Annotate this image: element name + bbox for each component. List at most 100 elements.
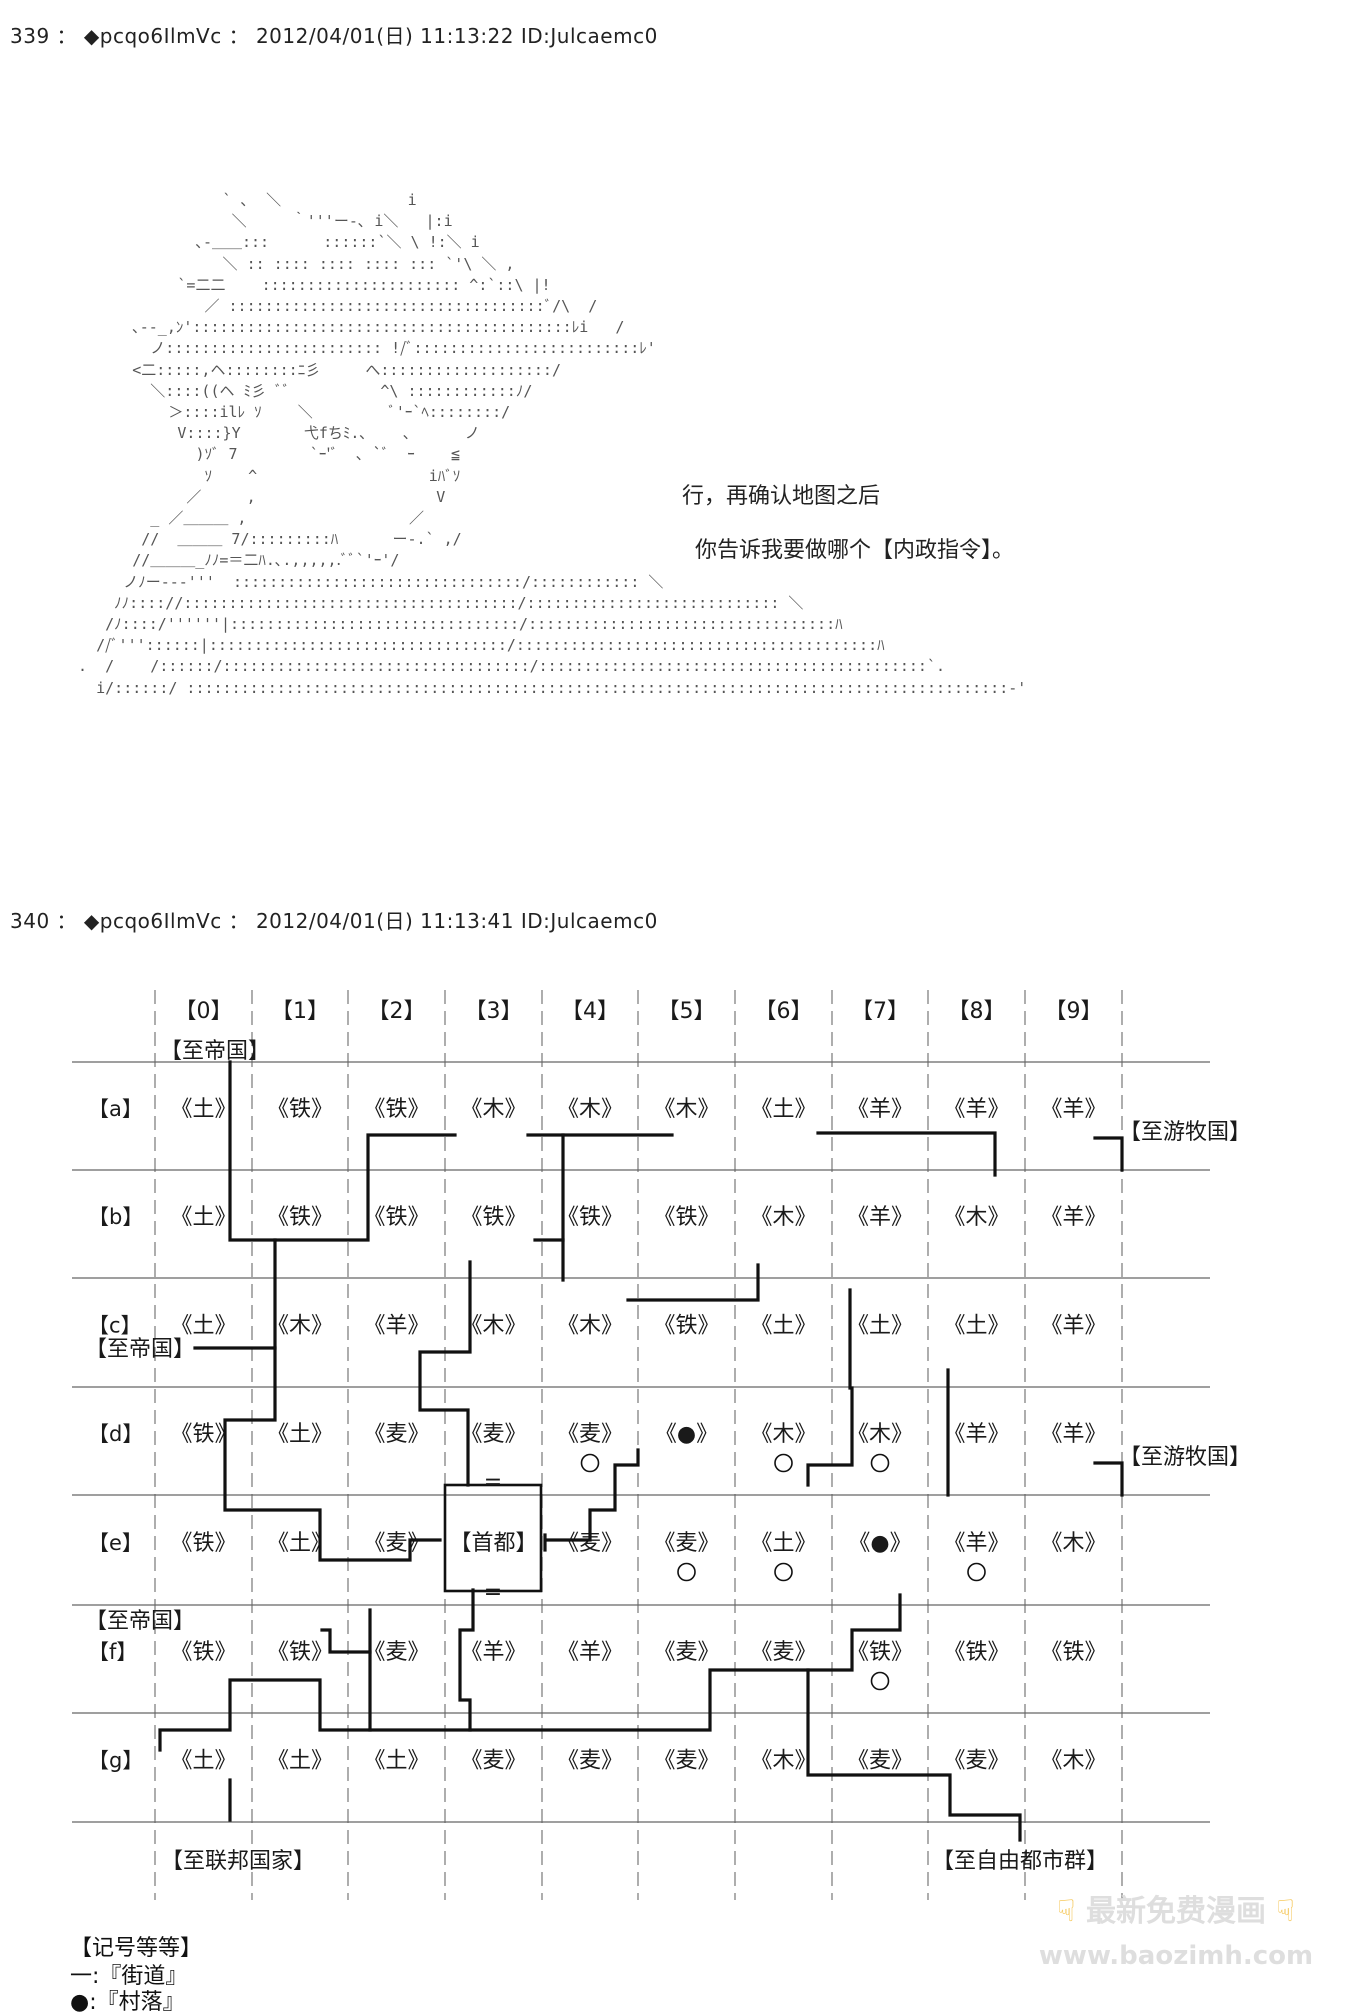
road-segment	[223, 1346, 442, 1562]
resource-cell: 《土》	[363, 1749, 429, 1774]
row-label: 【c】	[88, 1314, 142, 1338]
legend-road: 一:『街道』	[70, 1964, 188, 1989]
road-segment	[158, 1608, 372, 1752]
resource-cell: 《木》	[460, 1097, 526, 1122]
resource-cell: 《羊》	[1040, 1097, 1106, 1122]
column-label: 【9】	[1045, 999, 1103, 1024]
resource-cell: 《铁》	[847, 1640, 913, 1665]
resource-cell: 《土》	[847, 1314, 913, 1339]
resource-cell: 《羊》	[1040, 1422, 1106, 1447]
resource-cell: 《铁》	[267, 1205, 333, 1230]
resource-cell: 《铁》	[267, 1097, 333, 1122]
resource-cell: 《麦》	[557, 1749, 623, 1774]
post-header-340: 340 ： ◆pcqo6IlmVc ： 2012/04/01(日) 11:13:…	[10, 909, 658, 933]
resource-cell: 《木》	[1040, 1531, 1106, 1556]
village-mark	[580, 1453, 600, 1473]
resource-cell: 《木》	[750, 1205, 816, 1230]
watermark-line-2: www.baozimh.com	[1038, 1941, 1314, 1971]
resource-cell: 《铁》	[170, 1531, 236, 1556]
watermark-line-1: 最新免费漫画	[1086, 1894, 1266, 1929]
row-label: 【b】	[88, 1205, 143, 1229]
exit-to-empire-label: 【至帝国】	[85, 1609, 195, 1634]
resource-cell: 《羊》	[460, 1640, 526, 1665]
capital-gate-mark: =	[484, 1470, 502, 1495]
resource-cell: 《土》	[170, 1205, 236, 1230]
capital-gate-mark: =	[484, 1580, 502, 1605]
resource-cell: 《土》	[170, 1097, 236, 1122]
resource-cell: 《土》	[267, 1422, 333, 1447]
resource-cell: 《麦》	[653, 1749, 719, 1774]
column-label: 【2】	[368, 999, 426, 1024]
road-segment	[816, 1131, 997, 1177]
column-label: 【8】	[948, 999, 1006, 1024]
capital-box	[443, 1483, 543, 1593]
road-segment	[806, 1668, 1022, 1842]
row-label: 【f】	[88, 1640, 137, 1664]
resource-cell: 《木》	[557, 1314, 623, 1339]
pointing-hand-icon: ☟	[1276, 1894, 1295, 1929]
resource-cell: 《土》	[750, 1314, 816, 1339]
road-segment	[626, 1263, 760, 1302]
road-segment	[1093, 1136, 1124, 1172]
exit-to-nomad-label: 【至游牧国】	[1119, 1445, 1251, 1470]
resource-cell: 《土》	[267, 1749, 333, 1774]
dialogue-line-2: 你告诉我要做哪个【内政指令】。	[695, 538, 1015, 563]
resource-cell: 《麦》	[847, 1749, 913, 1774]
resource-cell: 《木》	[750, 1749, 816, 1774]
exit-to-nomad-label: 【至游牧国】	[1119, 1120, 1251, 1145]
resource-cell: 《羊》	[943, 1422, 1009, 1447]
exit-to-empire-label: 【至帝国】	[160, 1039, 270, 1064]
column-label: 【7】	[851, 999, 909, 1024]
road-segment	[320, 1628, 372, 1654]
pointing-hand-icon: ☟	[1057, 1894, 1076, 1929]
road-segment	[1093, 1461, 1124, 1497]
resource-cell: 《麦》	[750, 1640, 816, 1665]
village-mark	[677, 1562, 696, 1582]
row-label: 【g】	[88, 1749, 143, 1773]
column-label: 【4】	[561, 999, 619, 1024]
road-segment	[368, 1593, 902, 1732]
resource-cell: 《木》	[943, 1205, 1009, 1230]
territory-map: 【0】【1】【2】【3】【4】【5】【6】【7】【8】【9】【a】《土》《铁》《…	[72, 990, 1251, 1900]
resource-cell: 《●》	[655, 1422, 718, 1447]
resource-cell: 《木》	[1040, 1749, 1106, 1774]
ascii-art-character: ` ､ ＼ i ＼ ｀'''ー-､ i＼ |:i ､-＿＿::: ::::::`…	[78, 191, 1027, 697]
resource-cell: 《麦》	[653, 1531, 719, 1556]
resource-cell: 《铁》	[170, 1640, 236, 1665]
resource-cell: 《铁》	[363, 1097, 429, 1122]
resource-cell: 《木》	[267, 1314, 333, 1339]
road-segment	[806, 1386, 854, 1487]
village-mark	[870, 1453, 890, 1473]
resource-cell: 《铁》	[653, 1314, 719, 1339]
village-mark	[870, 1671, 890, 1691]
capital-cell: 【首都】	[449, 1531, 537, 1556]
exit-to-free-cities-label: 【至自由都市群】	[932, 1849, 1108, 1874]
resource-cell: 《羊》	[847, 1205, 913, 1230]
resource-cell: 《麦》	[460, 1749, 526, 1774]
resource-cell: 《铁》	[267, 1640, 333, 1665]
dialogue-line-1: 行，再确认地图之后	[682, 484, 881, 509]
village-mark	[774, 1562, 793, 1582]
resource-cell: 《木》	[557, 1097, 623, 1122]
resource-cell: 《木》	[653, 1097, 719, 1122]
resource-cell: 《麦》	[363, 1640, 429, 1665]
legend-title: 【记号等等】	[70, 1936, 203, 1961]
resource-cell: 《土》	[750, 1097, 816, 1122]
resource-cell: 《麦》	[363, 1422, 429, 1447]
exit-to-federation-label: 【至联邦国家】	[161, 1849, 315, 1874]
column-label: 【6】	[755, 999, 813, 1024]
exit-to-empire-label: 【至帝国】	[85, 1337, 195, 1362]
resource-cell: 《铁》	[363, 1205, 429, 1230]
row-label: 【a】	[88, 1097, 143, 1121]
resource-cell: 《羊》	[943, 1097, 1009, 1122]
village-mark	[967, 1562, 986, 1582]
resource-cell: 《●》	[848, 1531, 911, 1556]
resource-cell: 《羊》	[1040, 1314, 1106, 1339]
column-label: 【0】	[175, 999, 233, 1024]
resource-cell: 《木》	[750, 1422, 816, 1447]
resource-cell: 《铁》	[1040, 1640, 1106, 1665]
legend-village: ●:『村落』	[70, 1990, 185, 2015]
resource-cell: 《羊》	[847, 1097, 913, 1122]
resource-cell: 《麦》	[943, 1749, 1009, 1774]
resource-cell: 《麦》	[557, 1422, 623, 1447]
